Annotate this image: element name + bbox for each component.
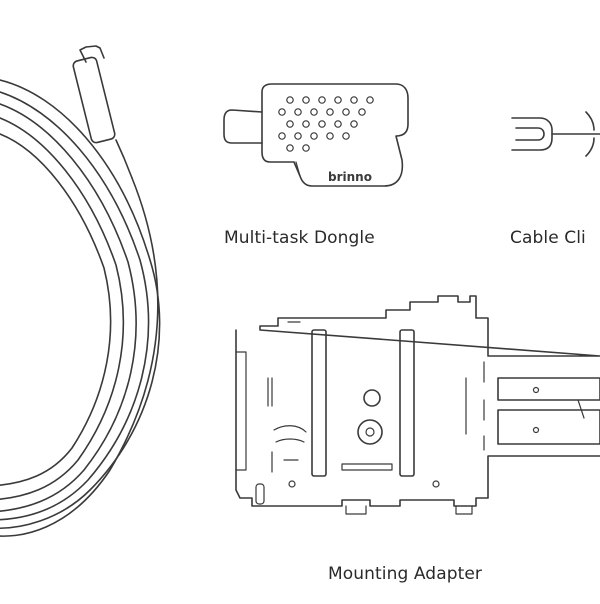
cable-coil-1 (0, 177, 159, 537)
cable-coil-2 (0, 79, 161, 529)
cable-coil-3 (0, 91, 150, 521)
adapter-outline (235, 295, 600, 507)
dongle-vent-holes (278, 96, 374, 152)
adapter-rail-hole-top (532, 386, 540, 394)
cable-clip-label: Cable Cli (510, 228, 586, 248)
adapter-rail-top (497, 377, 600, 401)
dongle-body (261, 83, 409, 187)
adapter-hole-top (363, 389, 381, 407)
mounting-adapter-illustration (235, 295, 600, 515)
adapter-foot-center (345, 505, 367, 515)
adapter-small-hole-left (288, 480, 296, 488)
dongle-plug (223, 109, 263, 144)
adapter-arc-2 (275, 438, 305, 443)
cable-coil-5 (0, 117, 125, 500)
adapter-rail-bottom (497, 409, 600, 445)
adapter-slot-left (311, 329, 327, 477)
adapter-slot-right (399, 329, 415, 477)
dongle-label: Multi-task Dongle (224, 228, 375, 248)
adapter-left-marks (267, 377, 273, 407)
adapter-rail-detail (577, 399, 585, 419)
dongle-body-edge (295, 161, 301, 177)
cable-clip-tab (585, 111, 595, 157)
cable-strain-relief (115, 139, 133, 179)
cable-clip-jaw-outer (511, 117, 553, 151)
cable-clip-illustration (511, 111, 600, 157)
cable-connector-body (72, 56, 116, 144)
adapter-left-edge (235, 351, 247, 471)
mounting-adapter-label: Mounting Adapter (328, 564, 483, 584)
adapter-rail-hole-bottom (532, 426, 540, 434)
adapter-hole-main (357, 419, 383, 445)
adapter-hole-main-inner (365, 427, 375, 437)
dongle-illustration: brinno (223, 83, 409, 187)
adapter-small-hole-right (432, 480, 440, 488)
adapter-foot-right (455, 505, 473, 515)
dongle-logo: brinno (328, 170, 372, 184)
cable-coil-4 (0, 103, 137, 512)
cable-coil-6 (0, 133, 112, 486)
adapter-arc-1 (273, 425, 307, 433)
adapter-center-bar (341, 463, 393, 471)
adapter-foot-left (255, 483, 265, 505)
cable-clip-jaw-inner (515, 127, 545, 141)
adapter-left-details (271, 451, 299, 473)
cable-plug-tip (79, 45, 105, 63)
usb-c-cable-illustration (0, 45, 161, 537)
